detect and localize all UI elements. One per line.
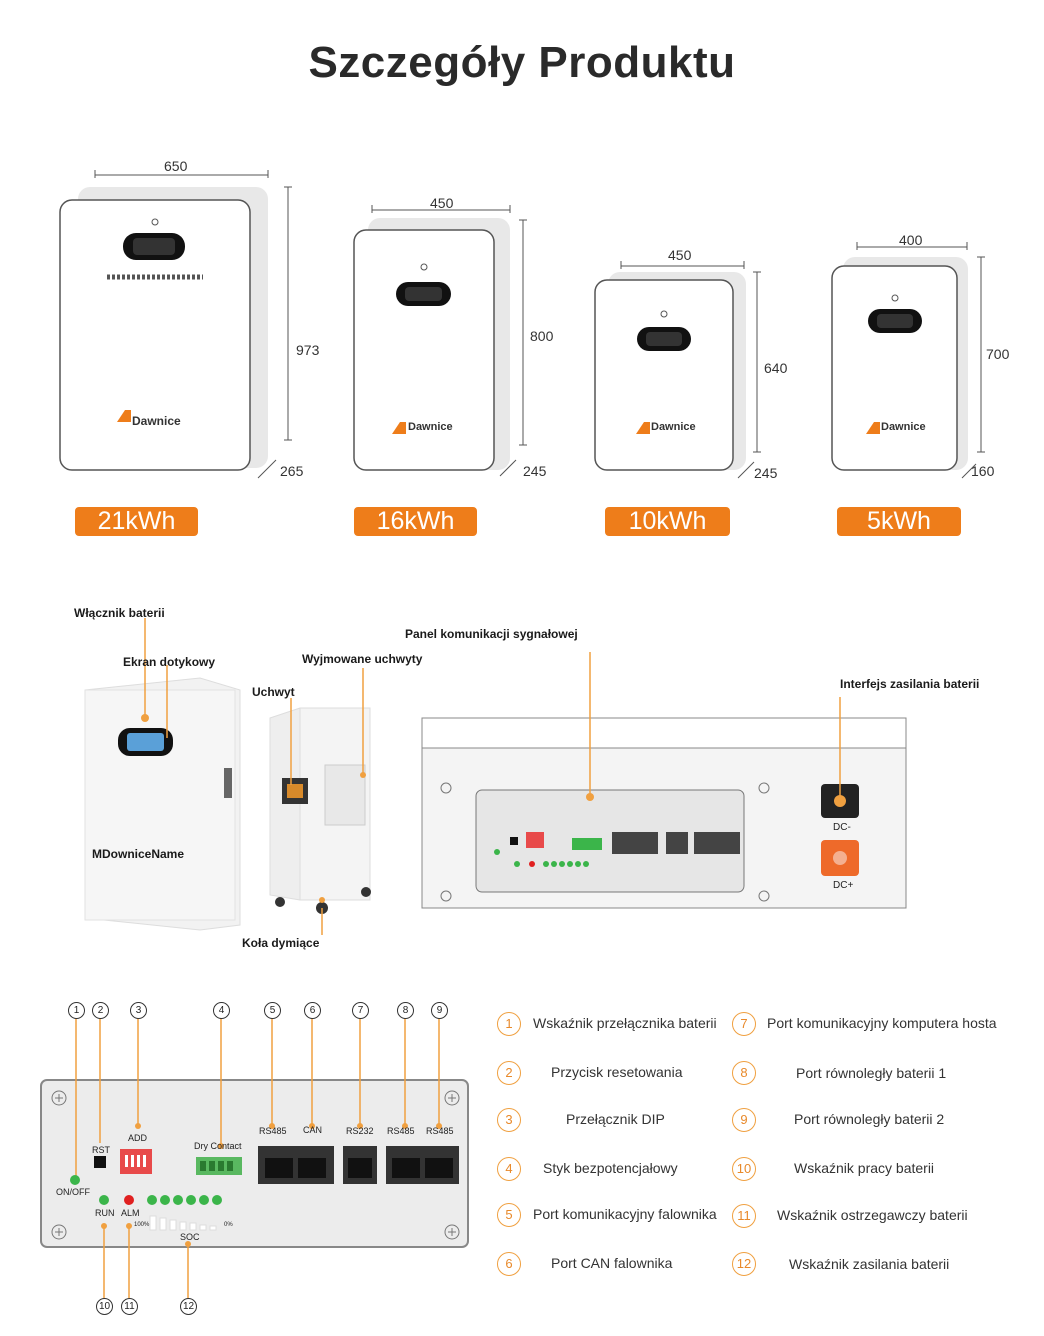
- legend-item: Przełącznik DIP: [566, 1111, 665, 1127]
- handle-callout: Uchwyt: [252, 685, 295, 699]
- rs232-port-label: RS232: [346, 1126, 374, 1136]
- product-16kwh-drawing: [353, 205, 527, 477]
- legend-number: 6: [497, 1252, 521, 1276]
- height-label: 800: [530, 328, 554, 344]
- removable-handles-callout: Wyjmowane uchwyty: [302, 652, 423, 666]
- legend-item: Port komunikacyjny falownika: [533, 1206, 717, 1222]
- legend-number: 9: [732, 1108, 756, 1132]
- rst-label: RST: [92, 1145, 110, 1155]
- soc-min-label: 0%: [224, 1222, 233, 1228]
- height-label: 973: [296, 342, 320, 358]
- battery-overview-drawing: [84, 618, 907, 935]
- legend-number: 12: [732, 1252, 756, 1276]
- dry-contact-label: Dry Contact: [194, 1141, 242, 1151]
- marker-8: 8: [397, 1002, 414, 1019]
- brand-logo: Dawnice: [651, 421, 696, 433]
- brand-logo: Dawnice: [881, 421, 926, 433]
- height-label: 640: [764, 360, 788, 376]
- can-port-label: CAN: [303, 1125, 323, 1135]
- marker-3: 3: [130, 1002, 147, 1019]
- capacity-badge: 16kWh: [354, 507, 477, 536]
- capacity-badge: 10kWh: [605, 507, 730, 536]
- legend-number: 2: [497, 1061, 521, 1085]
- depth-label: 245: [523, 463, 547, 479]
- rs485-port-label: RS485: [387, 1126, 415, 1136]
- brand-logo: Dawnice: [408, 421, 453, 433]
- run-label: RUN: [95, 1208, 115, 1218]
- legend-item: Przycisk resetowania: [551, 1064, 683, 1080]
- width-label: 400: [899, 232, 923, 248]
- product-dimension-drawings: [59, 170, 985, 479]
- marker-1: 1: [68, 1002, 85, 1019]
- product-5kwh-drawing: [831, 242, 985, 479]
- dc-plus-label: DC+: [833, 880, 854, 891]
- legend-number: 10: [732, 1157, 756, 1181]
- width-label: 450: [668, 247, 692, 263]
- marker-11: 11: [121, 1298, 138, 1315]
- legend-number: 3: [497, 1108, 521, 1132]
- model-name-label: MDowniceName: [92, 847, 185, 861]
- product-21kwh-drawing: [59, 170, 292, 479]
- legend-item: Port CAN falownika: [551, 1255, 673, 1271]
- legend-item: Wskaźnik pracy baterii: [794, 1160, 935, 1176]
- marker-5: 5: [264, 1002, 281, 1019]
- width-label: 650: [164, 158, 188, 174]
- legend-item: Port równoległy baterii 1: [796, 1065, 947, 1081]
- power-interface-callout: Interfejs zasilania baterii: [840, 677, 980, 691]
- marker-12: 12: [180, 1298, 197, 1315]
- marker-7: 7: [352, 1002, 369, 1019]
- legend-item: Wskaźnik zasilania baterii: [789, 1256, 950, 1272]
- product-10kwh-drawing: [594, 261, 761, 479]
- signal-panel-callout: Panel komunikacji sygnałowej: [405, 627, 578, 641]
- battery-front-view: [84, 618, 241, 931]
- depth-label: 245: [754, 465, 778, 481]
- marker-2: 2: [92, 1002, 109, 1019]
- legend-number: 7: [732, 1012, 756, 1036]
- legend-number: 8: [732, 1061, 756, 1085]
- soc-label: SOC: [180, 1232, 200, 1242]
- panel-detail-drawing: [40, 1018, 469, 1298]
- rs485-port-label: RS485: [259, 1126, 287, 1136]
- legend-number: 5: [497, 1203, 521, 1227]
- legend-item: Wskaźnik przełącznika baterii: [533, 1015, 717, 1031]
- battery-switch-callout: Włącznik baterii: [74, 606, 165, 620]
- on-off-label: ON/OFF: [56, 1187, 90, 1197]
- legend-item: Styk bezpotencjałowy: [543, 1160, 678, 1176]
- battery-side-view: [269, 668, 371, 935]
- legend-number: 1: [497, 1012, 521, 1036]
- marker-9: 9: [431, 1002, 448, 1019]
- legend-item: Wskaźnik ostrzegawczy baterii: [777, 1207, 968, 1223]
- brand-logo: Dawnice: [132, 414, 181, 428]
- depth-label: 160: [971, 463, 995, 479]
- touch-screen-callout: Ekran dotykowy: [123, 655, 216, 669]
- legend-number: 4: [497, 1157, 521, 1181]
- marker-6: 6: [304, 1002, 321, 1019]
- height-label: 700: [986, 346, 1010, 362]
- legend-item: Port równoległy baterii 2: [794, 1111, 945, 1127]
- width-label: 450: [430, 195, 454, 211]
- rs485-port-label: RS485: [426, 1126, 454, 1136]
- capacity-badge: 21kWh: [75, 507, 198, 536]
- depth-label: 265: [280, 463, 304, 479]
- dc-minus-label: DC-: [833, 822, 851, 833]
- wheels-callout: Koła dymiące: [242, 936, 320, 950]
- page-title: Szczegóły Produktu: [308, 38, 736, 87]
- marker-4: 4: [213, 1002, 230, 1019]
- alm-label: ALM: [121, 1208, 140, 1218]
- soc-max-label: 100%: [134, 1222, 150, 1228]
- marker-10: 10: [96, 1298, 113, 1315]
- legend-item: Port komunikacyjny komputera hosta: [767, 1015, 997, 1031]
- legend-number: 11: [732, 1204, 756, 1228]
- capacity-badge: 5kWh: [837, 507, 961, 536]
- rear-panel-view: [421, 652, 907, 909]
- add-label: ADD: [128, 1133, 148, 1143]
